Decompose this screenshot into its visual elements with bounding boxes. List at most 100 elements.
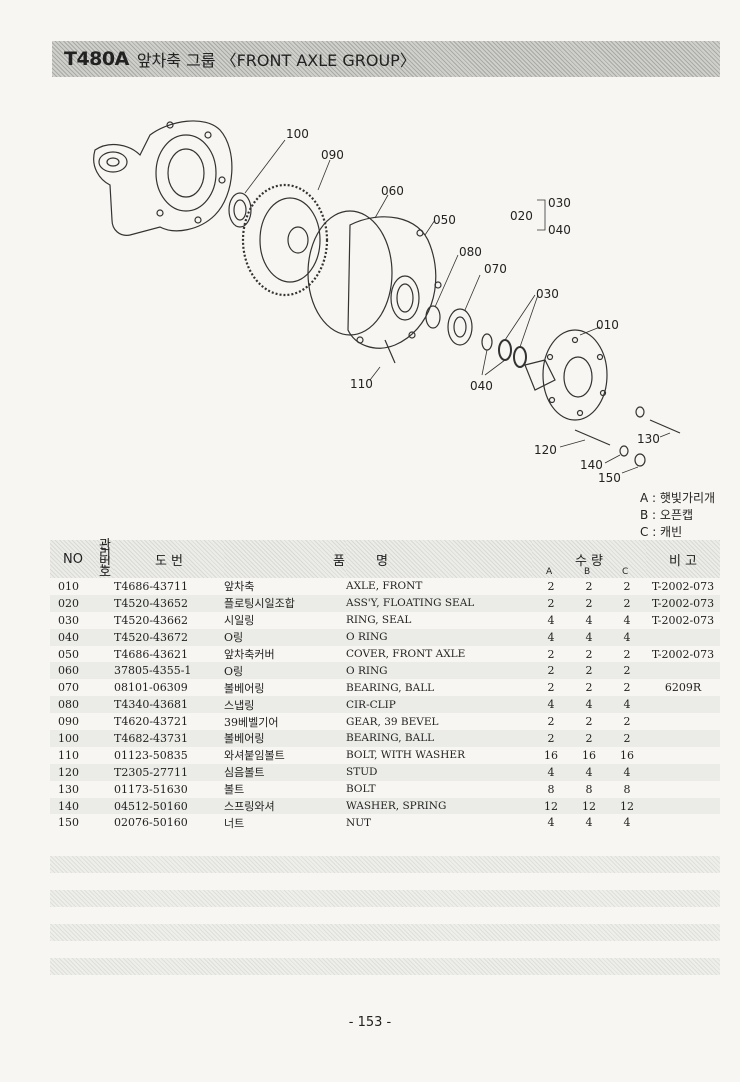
bolt-110-drawing: [384, 339, 396, 364]
part-name: O RING: [346, 628, 532, 646]
korean-name: 스프링와셔: [224, 797, 346, 815]
header-qty-label: 수 량: [574, 553, 604, 569]
qty-c: 2: [623, 681, 631, 695]
callout-060: 060: [381, 184, 404, 198]
part-name: ASS'Y, FLOATING SEAL: [346, 594, 532, 612]
exploded-diagram: [93, 120, 681, 474]
qty-c: 4: [623, 816, 631, 830]
remarks: [646, 730, 720, 747]
circlip-drawing: [425, 305, 441, 329]
mgmt-no: [96, 747, 114, 764]
qty-b: 4: [585, 816, 593, 830]
mgmt-no: [96, 713, 114, 730]
korean-name: 앞차축: [224, 580, 255, 594]
seal-ring-030-drawing: [498, 339, 512, 361]
item-no: 150: [58, 816, 79, 830]
qty-a: 2: [532, 662, 570, 680]
qty-a: 12: [532, 797, 570, 815]
page-number: - 153 -: [348, 1015, 392, 1030]
qty-b: 4: [585, 613, 593, 627]
seal-ring-030b-drawing: [513, 346, 527, 368]
item-no: 130: [58, 782, 79, 796]
o-ring-060-drawing: [307, 210, 393, 336]
header-qty-c: C: [622, 567, 629, 577]
bolt-130-drawing: [649, 419, 681, 434]
part-number: T4682-43731: [114, 730, 224, 747]
part-number: T2305-27711: [114, 763, 224, 781]
part-name: STUD: [346, 763, 532, 781]
blank-row-band: [50, 958, 720, 975]
item-no: 050: [58, 647, 79, 661]
korean-name: 볼베어링: [224, 681, 265, 695]
item-no: 070: [58, 681, 79, 695]
mgmt-no: [96, 781, 114, 798]
header-qty: 수 량 A B C: [532, 540, 646, 578]
qty-c: 2: [623, 715, 631, 729]
bearing-070-drawing: [447, 308, 473, 346]
part-name: AXLE, FRONT: [346, 580, 423, 593]
callout-010: 010: [596, 318, 619, 332]
remarks: [646, 696, 720, 714]
part-name: CIR-CLIP: [346, 696, 532, 714]
remarks: [646, 797, 720, 815]
callout-030-group: 030: [548, 196, 571, 210]
qty-b: 4: [570, 628, 608, 646]
qty-a: 4: [547, 613, 555, 627]
qty-a: 4: [532, 763, 570, 781]
qty-c: 4: [608, 696, 646, 714]
page-title: 앞차축 그룹 〈FRONT AXLE GROUP〉: [136, 51, 416, 70]
remarks: [646, 763, 720, 781]
qty-c: 4: [623, 613, 631, 627]
blank-row-band: [50, 856, 720, 873]
item-no: 020: [50, 594, 96, 612]
header-mgmt: 관리번호: [96, 539, 114, 579]
remarks: T-2002-073: [646, 594, 720, 612]
stud-drawing: [574, 429, 611, 446]
qty-a: 2: [532, 594, 570, 612]
callout-150: 150: [598, 471, 621, 485]
qty-a: 4: [547, 816, 555, 830]
qty-a: 4: [532, 628, 570, 646]
header-part-no: 도 번: [114, 540, 224, 578]
qty-a: 2: [547, 681, 555, 695]
remarks: T-2002-073: [651, 647, 715, 661]
qty-a: 2: [547, 715, 555, 729]
item-no: 090: [58, 715, 79, 729]
mgmt-no: [96, 814, 114, 831]
mgmt-no: [96, 646, 114, 663]
callout-130: 130: [637, 432, 660, 446]
mgmt-no: [96, 730, 114, 747]
callout-020: 020: [510, 209, 533, 223]
mgmt-no: [96, 628, 114, 646]
qty-b: 2: [570, 662, 608, 680]
part-number: 01123-50835: [114, 748, 188, 762]
header-remarks: 비 고: [646, 540, 720, 578]
callout-100: 100: [286, 127, 309, 141]
item-no: 120: [50, 763, 96, 781]
qty-b: 2: [585, 647, 593, 661]
korean-name: 심음볼트: [224, 763, 346, 781]
header-name-ko: 품: [224, 540, 346, 578]
part-name: RING, SEAL: [346, 614, 412, 627]
korean-name: 시일링: [224, 614, 255, 628]
callout-040: 040: [470, 379, 493, 393]
qty-c: 4: [608, 628, 646, 646]
bevel-gear-drawing: [241, 183, 329, 297]
header-qty-a: A: [546, 567, 553, 577]
callout-110: 110: [350, 377, 373, 391]
part-number: T4686-43621: [114, 647, 189, 661]
header-no: NO: [50, 540, 96, 578]
korean-name: 플로팅시일조합: [224, 594, 346, 612]
qty-b: 4: [570, 763, 608, 781]
mgmt-no: [96, 578, 114, 595]
qty-c: 2: [608, 662, 646, 680]
remarks: T-2002-073: [651, 579, 715, 593]
part-name: NUT: [346, 816, 372, 829]
